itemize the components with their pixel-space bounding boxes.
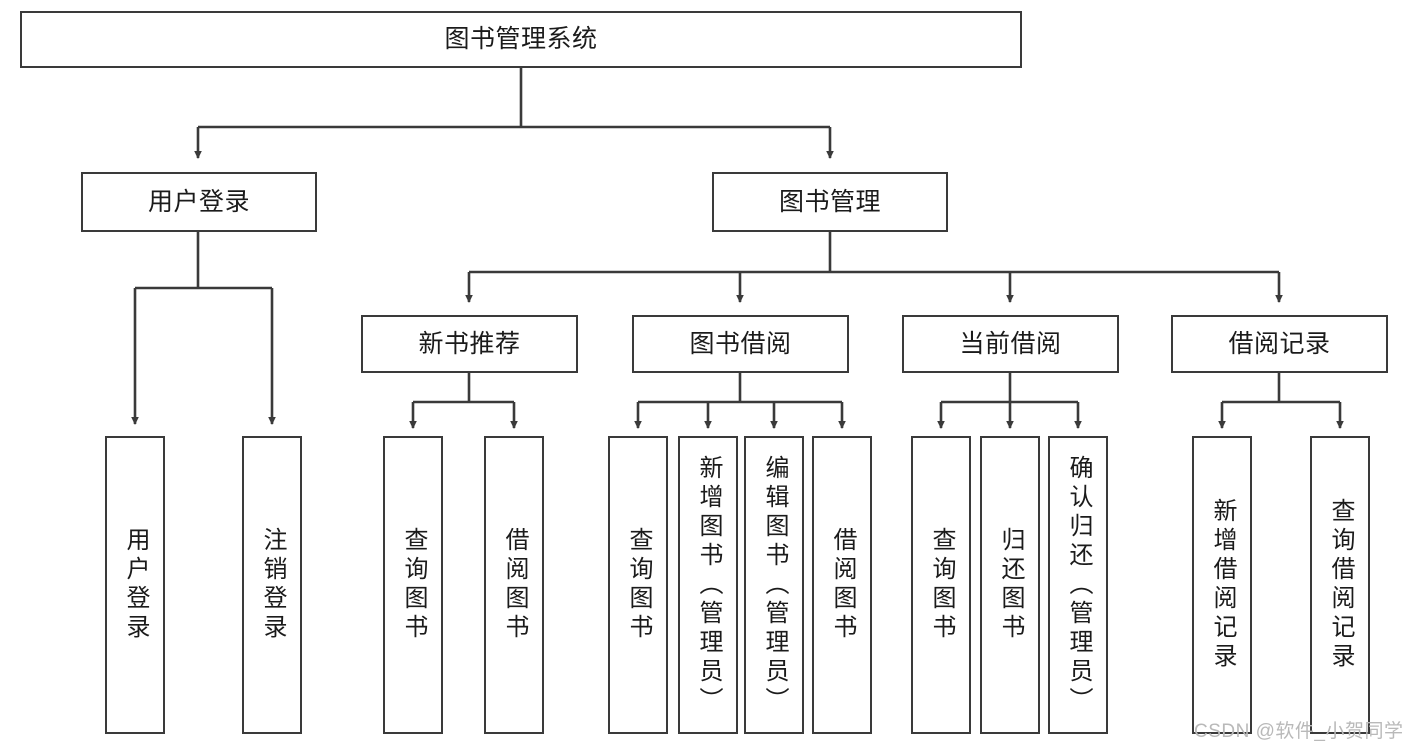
leaf-user-logout[interactable]: 注销登录 xyxy=(242,436,302,734)
leaf-confirm-return[interactable]: 确认归还（管理员） xyxy=(1048,436,1108,734)
node-current-borrow[interactable]: 当前借阅 xyxy=(902,315,1119,373)
leaf-user-login[interactable]: 用户登录 xyxy=(105,436,165,734)
leaf-query-book-3-label: 查询图书 xyxy=(928,527,955,643)
node-new-book-rec[interactable]: 新书推荐 xyxy=(361,315,578,373)
leaf-borrow-book-1-label: 借阅图书 xyxy=(501,527,528,643)
node-borrow-record[interactable]: 借阅记录 xyxy=(1171,315,1388,373)
leaf-return-book-label: 归还图书 xyxy=(997,527,1024,643)
leaf-query-book-2[interactable]: 查询图书 xyxy=(608,436,668,734)
leaf-confirm-return-label: 确认归还（管理员） xyxy=(1065,454,1092,716)
leaf-query-book-2-label: 查询图书 xyxy=(625,527,652,643)
leaf-query-record[interactable]: 查询借阅记录 xyxy=(1310,436,1370,734)
leaf-query-book-1-label: 查询图书 xyxy=(400,527,427,643)
node-borrow-record-label: 借阅记录 xyxy=(1228,329,1331,358)
leaf-add-record-label: 新增借阅记录 xyxy=(1209,498,1236,672)
node-book-borrow-label: 图书借阅 xyxy=(689,329,792,358)
leaf-borrow-book-2-label: 借阅图书 xyxy=(829,527,856,643)
node-book-borrow[interactable]: 图书借阅 xyxy=(632,315,849,373)
leaf-borrow-book-1[interactable]: 借阅图书 xyxy=(484,436,544,734)
leaf-user-logout-label: 注销登录 xyxy=(259,527,286,643)
leaf-query-book-3[interactable]: 查询图书 xyxy=(911,436,971,734)
leaf-user-login-label: 用户登录 xyxy=(122,527,149,643)
node-root[interactable]: 图书管理系统 xyxy=(20,11,1022,68)
leaf-edit-book-label: 编辑图书（管理员） xyxy=(761,454,788,716)
leaf-borrow-book-2[interactable]: 借阅图书 xyxy=(812,436,872,734)
leaf-query-record-label: 查询借阅记录 xyxy=(1327,498,1354,672)
node-new-book-rec-label: 新书推荐 xyxy=(418,329,521,358)
node-root-label: 图书管理系统 xyxy=(444,25,598,53)
leaf-add-record[interactable]: 新增借阅记录 xyxy=(1192,436,1252,734)
leaf-add-book[interactable]: 新增图书（管理员） xyxy=(678,436,738,734)
leaf-edit-book[interactable]: 编辑图书（管理员） xyxy=(744,436,804,734)
node-user-login[interactable]: 用户登录 xyxy=(81,172,317,232)
node-book-manage-label: 图书管理 xyxy=(778,187,881,216)
leaf-return-book[interactable]: 归还图书 xyxy=(980,436,1040,734)
node-user-login-label: 用户登录 xyxy=(147,187,250,216)
leaf-add-book-label: 新增图书（管理员） xyxy=(695,454,722,716)
node-book-manage[interactable]: 图书管理 xyxy=(712,172,948,232)
node-current-borrow-label: 当前借阅 xyxy=(959,329,1062,358)
leaf-query-book-1[interactable]: 查询图书 xyxy=(383,436,443,734)
